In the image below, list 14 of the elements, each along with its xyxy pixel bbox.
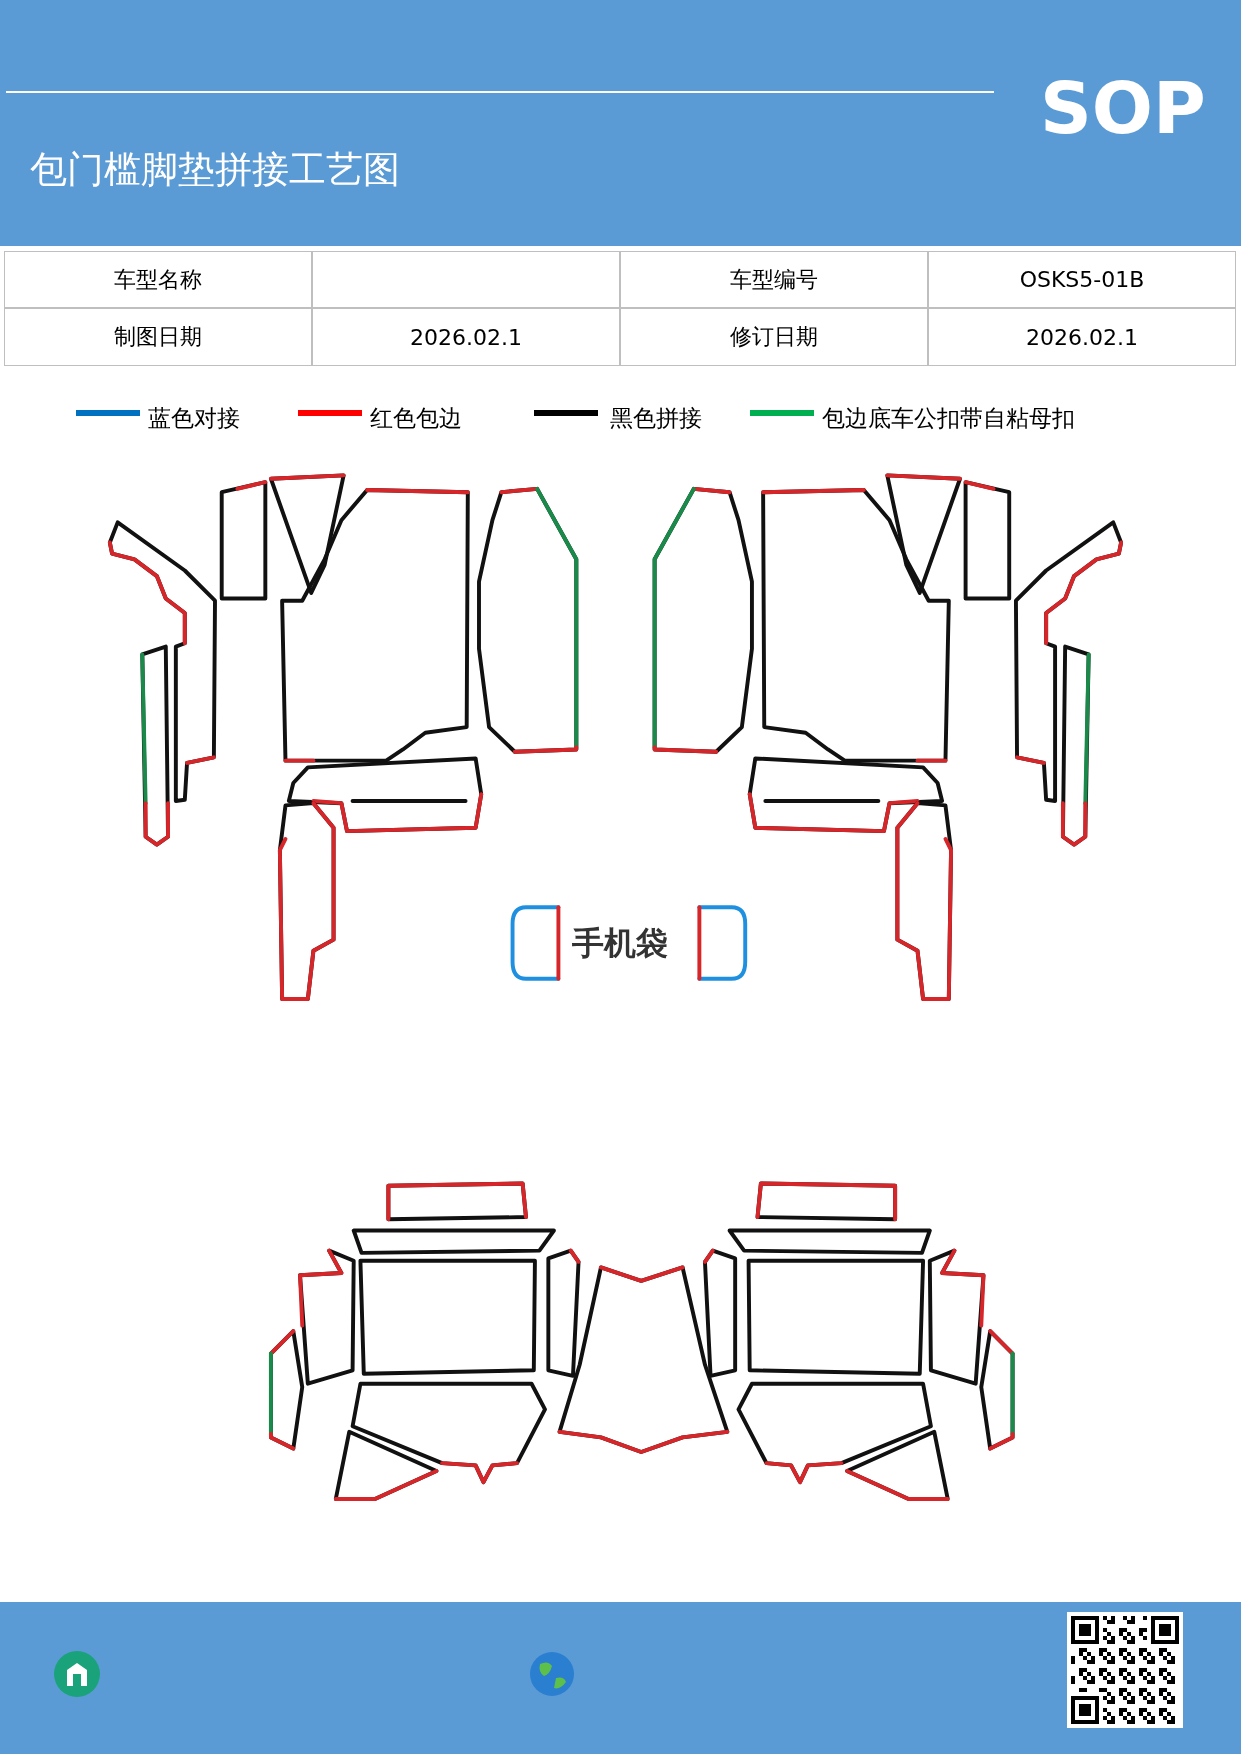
table-cell: 车型名称 <box>4 251 312 308</box>
table-cell: 制图日期 <box>4 308 312 366</box>
page-title: 包门槛脚垫拼接工艺图 <box>30 147 400 193</box>
legend-text: 包边底车公扣带自粘母扣 <box>822 404 1075 433</box>
legend-text: 黑色拼接 <box>610 404 702 433</box>
table-cell: OSKS5-01B <box>928 251 1236 308</box>
legend-text: 红色包边 <box>370 404 462 433</box>
sop-heading: SOP <box>1040 72 1206 144</box>
table-cell: 2026.02.1 <box>312 308 620 366</box>
table-cell: 车型编号 <box>620 251 928 308</box>
legend-text: 蓝色对接 <box>148 404 240 433</box>
phone-pocket-label: 手机袋 <box>572 923 668 964</box>
table-cell: 修订日期 <box>620 308 928 366</box>
table-cell: 2026.02.1 <box>928 308 1236 366</box>
